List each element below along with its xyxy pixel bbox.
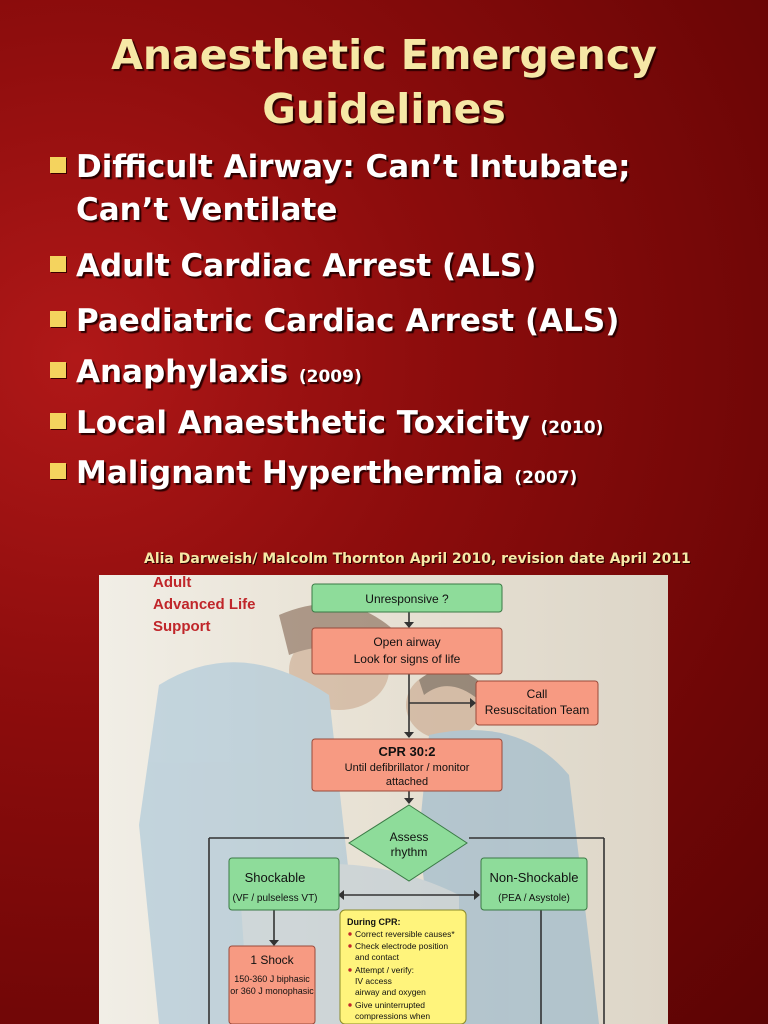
slide-title-line1: Anaesthetic Emergency xyxy=(111,31,657,79)
during-cpr-box xyxy=(339,909,467,1024)
author-credit: Alia Darweish/ Malcolm Thornton April 20… xyxy=(144,551,691,567)
als-flowchart: Adult Advanced Life Support xyxy=(139,575,605,1024)
bullet-dot-icon xyxy=(348,932,352,936)
bullet-text-wrap: Local Anaesthetic Toxicity (2010) xyxy=(76,399,603,452)
bullet-text: Anaphylaxis xyxy=(76,354,289,390)
bullet-dot-icon xyxy=(348,944,352,948)
bullet-square-icon xyxy=(50,362,66,378)
during-cpr-items: Correct reversible causes* Check electro… xyxy=(348,929,455,1021)
during-cpr-item: Check electrode position xyxy=(355,941,448,951)
bullet-text: Malignant Hyperthermia xyxy=(76,455,504,491)
bullet-text: Paediatric Cardiac Arrest (ALS) xyxy=(76,303,620,339)
bullet-text-wrap: Anaphylaxis (2009) xyxy=(76,348,362,401)
bullet-year: (2010) xyxy=(540,418,604,438)
during-cpr-item: IV access xyxy=(355,976,392,986)
als-heading-line1: Adult xyxy=(153,575,191,591)
during-cpr-item: airway and oxygen xyxy=(355,987,426,997)
bullet-text: Can’t Ventilate xyxy=(76,192,338,228)
call-team-line1: Call xyxy=(527,687,548,701)
open-airway-box xyxy=(311,627,503,675)
shock-box xyxy=(228,945,316,1024)
non-shockable-line1: Non-Shockable xyxy=(490,870,579,885)
bullet-square-icon xyxy=(50,413,66,429)
bullet-dot-icon xyxy=(348,1003,352,1007)
bullet-square-icon xyxy=(50,463,66,479)
cpr-box xyxy=(311,738,503,792)
bullet-square-icon xyxy=(50,311,66,327)
bullet-text: Difficult Airway: Can’t Intubate; xyxy=(76,149,631,185)
shock-line3: or 360 J monophasic xyxy=(230,986,314,996)
bullet-text: Adult Cardiac Arrest (ALS) xyxy=(76,248,537,284)
shockable-line2: (VF / pulseless VT) xyxy=(232,893,317,904)
cpr-line3: attached xyxy=(386,776,428,788)
unresponsive-box xyxy=(311,583,503,613)
during-cpr-item: compressions when xyxy=(355,1011,430,1021)
bullet-text: Local Anaesthetic Toxicity xyxy=(76,405,530,441)
als-heading-line2: Advanced Life xyxy=(153,596,256,613)
during-cpr-item: Attempt / verify: xyxy=(355,965,414,975)
bullet-year: (2009) xyxy=(298,367,362,387)
non-shockable-line2: (PEA / Asystole) xyxy=(498,893,570,904)
assess-line2: rhythm xyxy=(391,845,428,859)
bullet-square-icon xyxy=(50,157,66,173)
bullet-year: (2007) xyxy=(514,468,578,488)
bullet-dot-icon xyxy=(348,968,352,972)
assess-line1: Assess xyxy=(390,830,429,844)
bullet-text-wrap: Malignant Hyperthermia (2007) xyxy=(76,449,577,502)
unresponsive-text: Unresponsive ? xyxy=(365,592,449,606)
bullet-square-icon xyxy=(50,256,66,272)
non-shockable-box xyxy=(480,857,588,911)
shockable-line1: Shockable xyxy=(245,870,306,885)
open-airway-line2: Look for signs of life xyxy=(354,652,461,666)
call-team-line2: Resuscitation Team xyxy=(485,703,590,717)
assess-rhythm-diamond xyxy=(348,804,468,882)
during-cpr-item: Give uninterrupted xyxy=(355,1000,425,1010)
slide-title-line2: Guidelines xyxy=(262,85,506,133)
shockable-box xyxy=(228,857,340,911)
shock-line1: 1 Shock xyxy=(250,953,294,967)
during-cpr-item: Correct reversible causes* xyxy=(355,929,455,939)
during-cpr-item: and contact xyxy=(355,952,400,962)
als-algorithm-image: Adult Advanced Life Support xyxy=(99,575,668,1024)
cpr-line2: Until defibrillator / monitor xyxy=(345,762,470,774)
open-airway-line1: Open airway xyxy=(373,635,440,649)
cpr-line1: CPR 30:2 xyxy=(378,744,435,759)
during-cpr-title: During CPR: xyxy=(347,917,401,927)
slide-title: Anaesthetic Emergency Guidelines xyxy=(0,28,768,136)
arrowheads xyxy=(269,622,480,946)
als-heading-line3: Support xyxy=(153,618,211,635)
shock-line2: 150-360 J biphasic xyxy=(234,974,310,984)
call-team-box xyxy=(475,680,599,726)
